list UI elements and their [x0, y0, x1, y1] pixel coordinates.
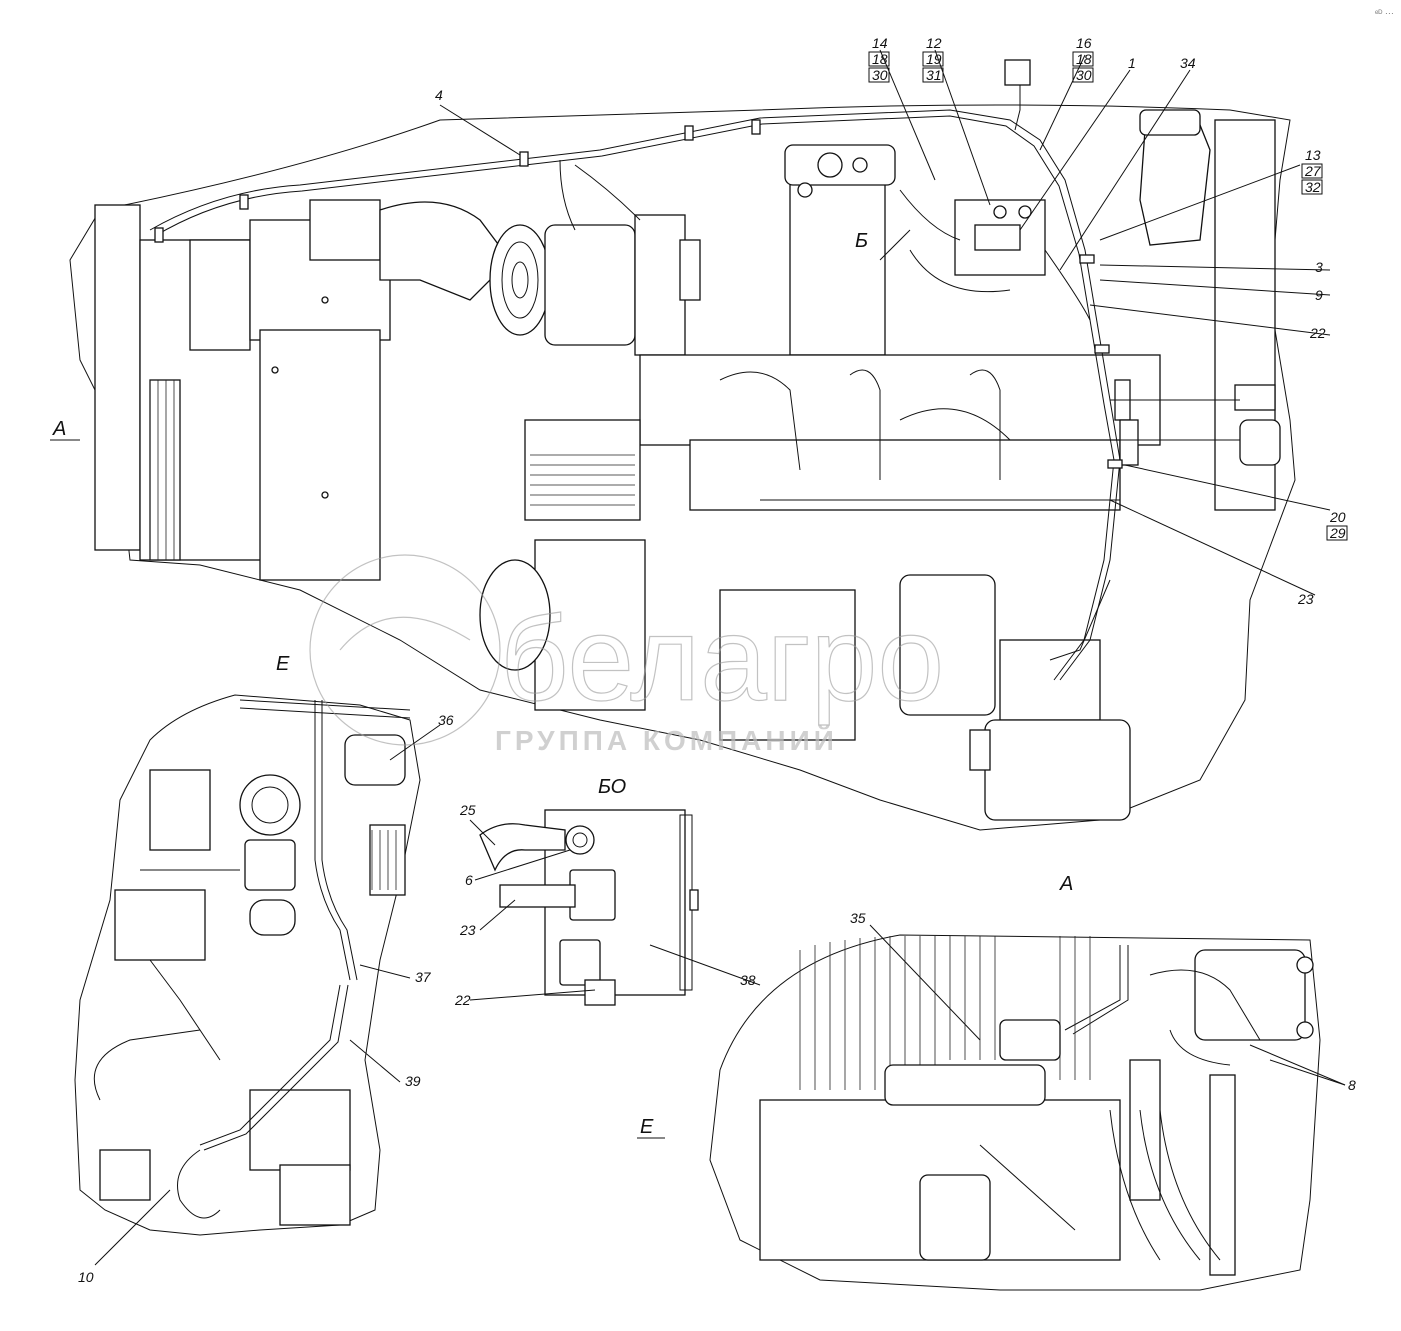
callout-38: 38 — [740, 972, 756, 988]
callout-22: 22 — [1309, 325, 1326, 341]
callout-25: 25 — [459, 802, 476, 818]
callout-6: 6 — [465, 872, 473, 888]
callout-8: 8 — [1348, 1077, 1356, 1093]
callout-19: 19 — [926, 51, 942, 67]
fuel-filter — [899, 574, 996, 716]
callout-22-bo: 22 — [454, 992, 471, 1008]
callout-34: 34 — [1180, 55, 1196, 71]
cylinder-head — [639, 354, 1161, 446]
view-label-a-main: А — [52, 418, 66, 440]
callout-13: 13 — [1305, 147, 1321, 163]
air-compressor — [524, 419, 641, 521]
view-label-e: Е — [640, 1116, 654, 1138]
callout-14: 14 — [872, 35, 888, 51]
watermark-logo-icon — [309, 554, 501, 746]
detail-label-bo: БО — [598, 776, 626, 798]
callout-30-b: 30 — [1076, 67, 1092, 83]
callout-18-b: 18 — [1076, 51, 1092, 67]
watermark-subtitle: ГРУППА КОМПАНИЙ — [495, 724, 838, 756]
section-label-b: Б — [855, 230, 868, 252]
detail-a-view: 35 8 А Е — [637, 873, 1356, 1291]
reservoir — [1139, 124, 1211, 246]
a-leaders — [869, 924, 1346, 1086]
watermark: белагро ГРУППА КОМПАНИЙ — [309, 554, 945, 756]
radiator-frame — [94, 204, 141, 551]
view-label-a: А — [1059, 873, 1073, 895]
callout-37: 37 — [415, 969, 432, 985]
main-leaders — [439, 49, 1331, 596]
callout-35: 35 — [850, 910, 866, 926]
section-b-block — [789, 169, 886, 356]
callout-30: 30 — [872, 67, 888, 83]
watermark-brand: белагро — [500, 592, 944, 726]
connector — [1234, 384, 1276, 411]
detail-e-view: 36 37 39 10 Е — [74, 653, 454, 1285]
main-harness — [149, 59, 1240, 681]
callout-12: 12 — [926, 35, 942, 51]
callout-20: 20 — [1329, 509, 1346, 525]
detail-bo-view: 25 6 23 22 38 БО — [454, 776, 761, 1008]
detail-label-e: Е — [276, 653, 290, 675]
callout-31: 31 — [926, 67, 942, 83]
bo-leaders — [469, 819, 761, 1001]
callout-23-bo: 23 — [459, 922, 476, 938]
turbo — [149, 769, 211, 851]
callout-18: 18 — [872, 51, 888, 67]
callout-1: 1 — [1128, 55, 1136, 71]
callout-23: 23 — [1297, 591, 1314, 607]
callout-9: 9 — [1315, 287, 1323, 303]
callout-3: 3 — [1315, 259, 1323, 275]
callout-39: 39 — [405, 1073, 421, 1089]
ac-compressor — [544, 224, 636, 346]
injector-lines — [719, 369, 1120, 511]
main-view-engine: 4 14 18 30 12 19 31 16 18 30 1 34 13 27 … — [50, 35, 1348, 831]
callout-32: 32 — [1305, 179, 1321, 195]
corner-mark: ᵉᴰ ··· — [1375, 8, 1394, 18]
wire-25 — [479, 823, 566, 872]
connector-35 — [999, 1019, 1061, 1061]
connector-36 — [344, 734, 406, 786]
callout-36: 36 — [438, 712, 454, 728]
callout-16: 16 — [1076, 35, 1092, 51]
e-leaders — [94, 724, 441, 1266]
callout-4: 4 — [435, 87, 443, 103]
callout-10: 10 — [78, 1269, 94, 1285]
callout-29: 29 — [1329, 525, 1346, 541]
callout-27: 27 — [1304, 163, 1322, 179]
starter-motor — [984, 719, 1131, 821]
harness-clamps — [154, 119, 1123, 469]
